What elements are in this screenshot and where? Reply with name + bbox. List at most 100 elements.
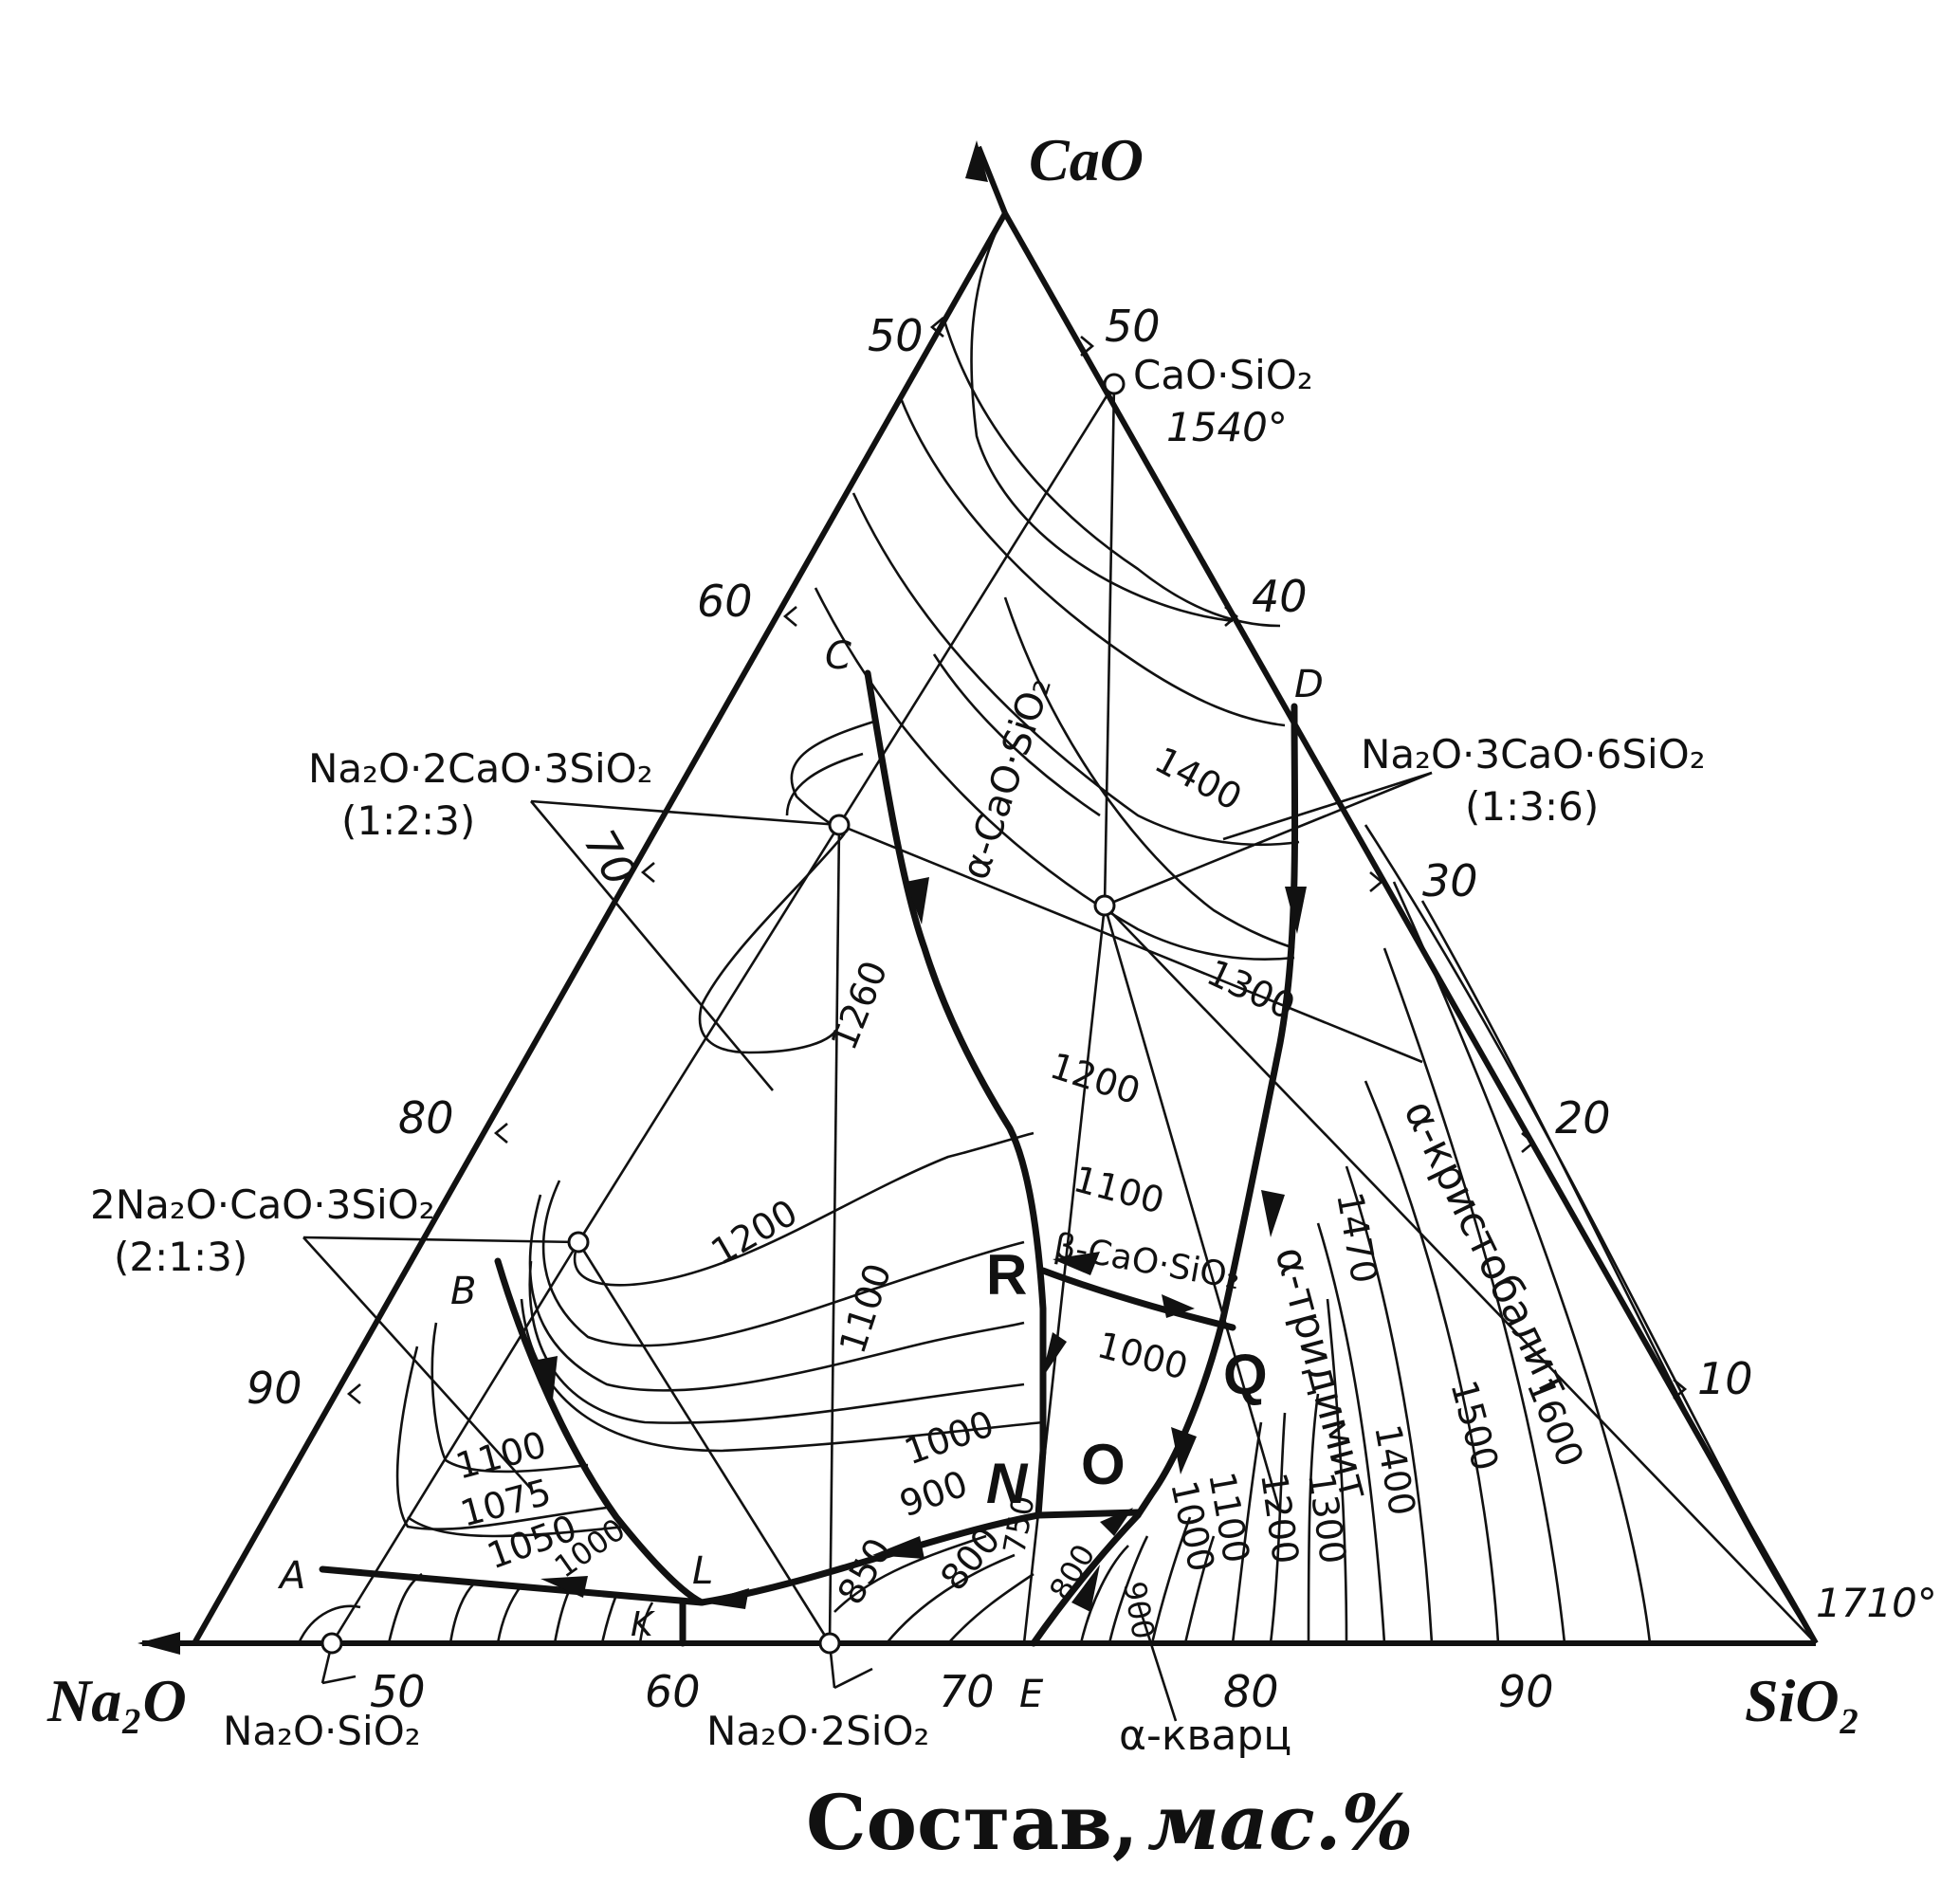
iso-label: 1000 xyxy=(899,1402,999,1473)
isotherm xyxy=(638,1602,654,1644)
iso-label: 1200 xyxy=(1045,1045,1145,1113)
iso-label: 900 xyxy=(894,1462,973,1525)
tie-line xyxy=(837,383,1116,826)
arrow-head xyxy=(1041,1332,1067,1380)
left-tick: 90 xyxy=(247,1363,302,1414)
bottom-tick: 70 xyxy=(939,1666,995,1717)
isotherm xyxy=(1345,1165,1434,1644)
axis-title-main: Состав, xyxy=(806,1778,1139,1867)
arrow-head xyxy=(1285,887,1307,934)
right-tick: 30 xyxy=(1422,855,1478,906)
isotherm xyxy=(1420,900,1818,1644)
leader-line xyxy=(302,1236,579,1244)
isotherm xyxy=(1326,1298,1348,1644)
tie-line xyxy=(577,1241,832,1644)
sio2-melting: 1710° xyxy=(1816,1580,1937,1626)
right-tick: 20 xyxy=(1555,1092,1611,1144)
isotherm xyxy=(528,1194,1025,1392)
isotherm xyxy=(496,1584,523,1644)
bottom-edge-tick-labels: 50 60 70 80 90 xyxy=(370,1666,1554,1717)
cao-label: CaO xyxy=(1029,126,1144,193)
isotherm xyxy=(1231,1421,1263,1644)
label-c: C xyxy=(825,634,851,678)
isotherm xyxy=(833,1534,987,1613)
iso-label: 1100 xyxy=(1070,1158,1169,1222)
isotherm xyxy=(1079,1545,1129,1644)
axis-title: Состав, мас.% xyxy=(806,1778,1413,1867)
isotherm xyxy=(1003,596,1295,950)
label-n: N xyxy=(986,1452,1029,1515)
point-na2o-2sio2 xyxy=(818,1632,841,1655)
tie-line xyxy=(828,824,841,1644)
right-tick: 40 xyxy=(1252,571,1308,622)
component-labels: CaO Na₂O SiO₂ xyxy=(46,126,1860,1734)
arrow-head xyxy=(533,1356,558,1408)
na2o-label: Na₂O xyxy=(46,1667,187,1734)
label-a: A xyxy=(277,1554,305,1598)
point-na2o-sio2 xyxy=(320,1632,343,1655)
right-edge-tick-labels: 50 40 30 20 10 xyxy=(1105,301,1753,1404)
label-l: L xyxy=(692,1549,713,1593)
label-e: E xyxy=(1019,1673,1044,1716)
point-1-3-6 xyxy=(1093,894,1116,917)
isotherm xyxy=(814,587,1295,961)
isotherm xyxy=(407,1515,627,1538)
isotherm xyxy=(851,492,1300,847)
iso-label: 800 xyxy=(932,1519,1008,1599)
tick-mark xyxy=(1224,606,1239,627)
cao-arrow-head xyxy=(965,140,988,182)
tie-line xyxy=(1022,905,1107,1644)
leader-line xyxy=(1222,771,1433,841)
quartz-label: α-кварц xyxy=(1119,1712,1291,1760)
tie-line xyxy=(838,823,1423,1064)
ns-name: Na₂O·SiO₂ xyxy=(223,1708,421,1754)
arrow-head xyxy=(872,1536,925,1559)
tick-mark xyxy=(1369,871,1384,892)
label-o: O xyxy=(1081,1433,1126,1496)
compound-labels: CaO·SiO₂ 1540° Na₂O·2CaO·3SiO₂ (1:2:3) N… xyxy=(90,352,1937,1754)
iso-label: 1400 xyxy=(1366,1421,1423,1519)
isotherm xyxy=(698,719,878,1054)
isotherm xyxy=(1269,1412,1287,1644)
isotherm xyxy=(947,1572,1034,1644)
n3c6s-ratio: (1:3:6) xyxy=(1465,783,1599,830)
arrow-head xyxy=(1053,1252,1100,1275)
iso-label: 1500 xyxy=(1442,1376,1507,1475)
iso-label: 1200 xyxy=(705,1191,805,1272)
right-edge xyxy=(1002,211,1819,1645)
tick-mark xyxy=(493,1123,508,1144)
boundary-b-l xyxy=(494,1257,705,1606)
tick-mark xyxy=(346,1383,361,1404)
tick-mark xyxy=(1521,1132,1536,1153)
left-edge xyxy=(192,211,1008,1645)
iso-label: 1300 xyxy=(1200,951,1301,1028)
compound-points xyxy=(320,373,1126,1655)
tie-line xyxy=(577,824,841,1243)
isotherm xyxy=(785,752,864,816)
isotherm-curves xyxy=(297,212,1818,1644)
tick-mark xyxy=(782,606,797,627)
label-d: D xyxy=(1294,663,1324,706)
boundary-a-l xyxy=(319,1565,705,1606)
isotherm xyxy=(395,1346,608,1531)
edge-tick-marks xyxy=(346,317,1688,1404)
iso-label: 1400 xyxy=(1148,739,1249,818)
iso-label: 1000 xyxy=(1093,1324,1193,1388)
arrow-head xyxy=(1171,1427,1197,1474)
isotherm xyxy=(1307,1393,1320,1644)
cristobalite-label: α-кристобалит xyxy=(1394,1092,1579,1404)
arrow-head xyxy=(702,1588,749,1609)
point-cao-sio2 xyxy=(1103,373,1126,395)
isotherm xyxy=(573,1131,1034,1287)
isotherm xyxy=(541,1180,1025,1347)
iso-label: 1600 xyxy=(1519,1372,1592,1473)
leader-line xyxy=(530,799,840,827)
leader-line xyxy=(833,1667,873,1690)
cs-temp: 1540° xyxy=(1166,404,1288,450)
leader-line xyxy=(1136,1602,1178,1722)
axis-title-unit: мас.% xyxy=(1147,1778,1413,1867)
boundary-c-r-n xyxy=(864,669,1047,1519)
arrow-head xyxy=(540,1576,588,1598)
